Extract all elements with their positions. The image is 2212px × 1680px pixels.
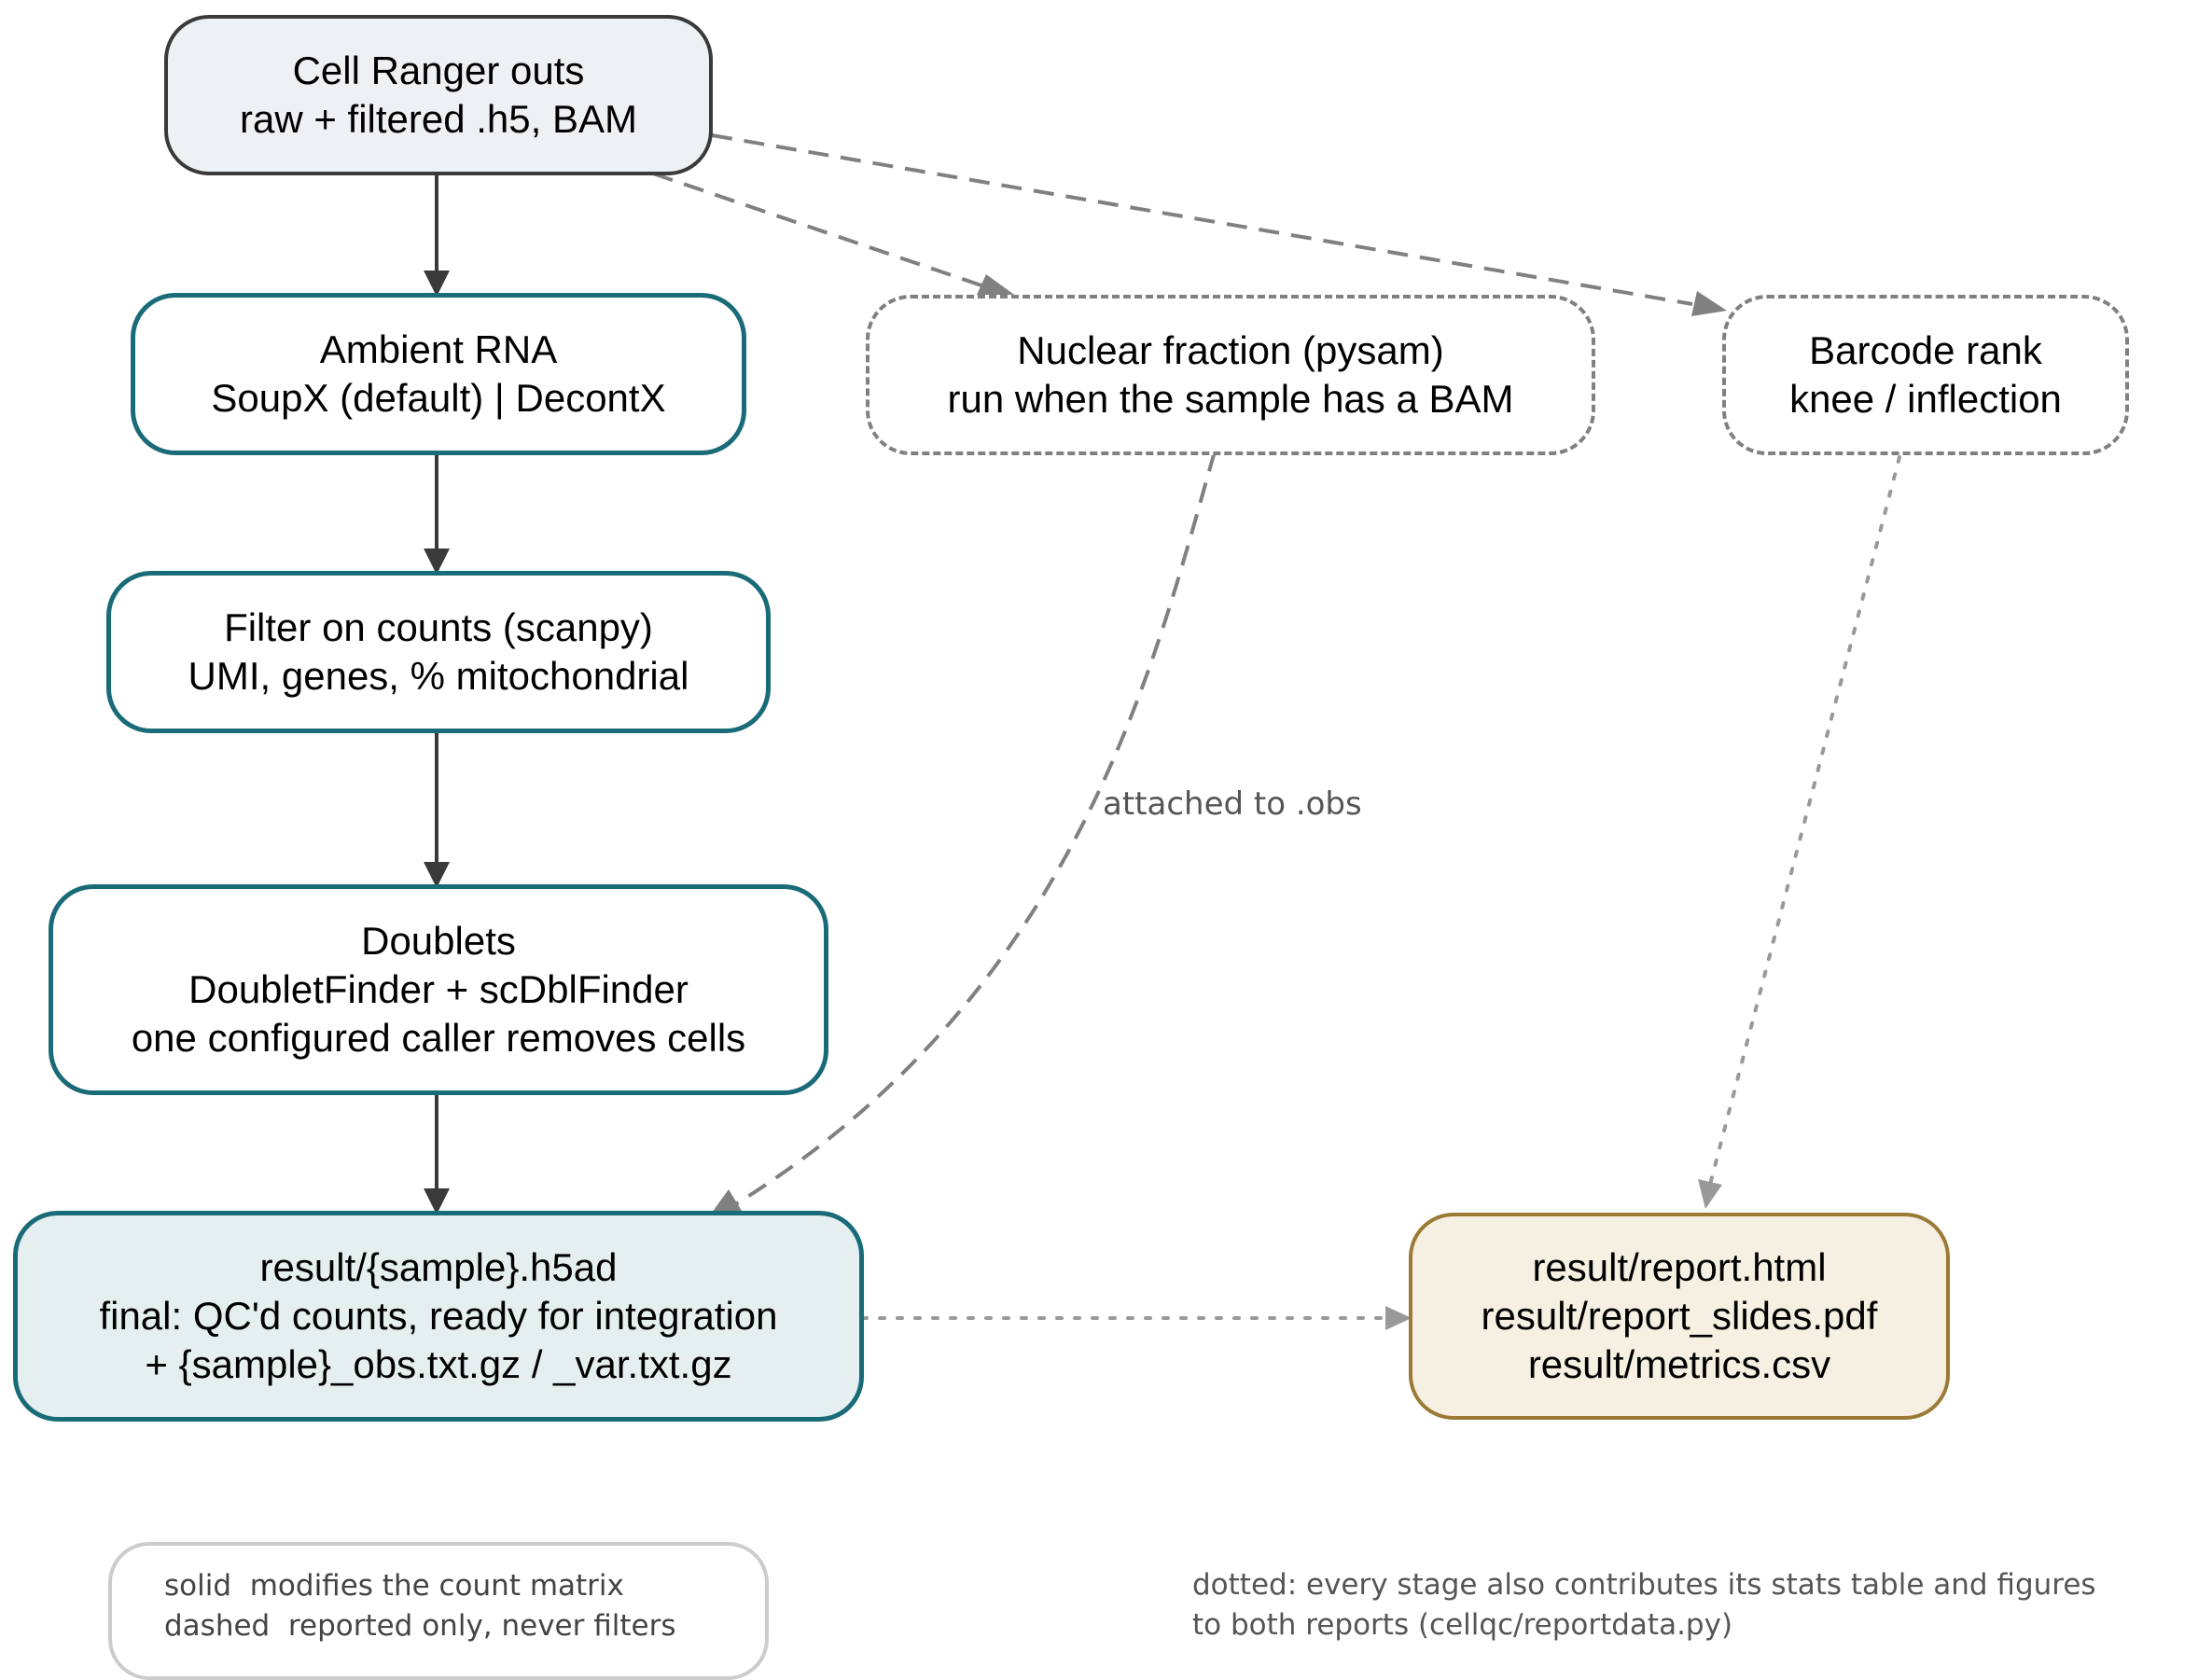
arrowhead-report-from-barcode [1698, 1179, 1722, 1209]
dotted-note-line-1: dotted: every stage also contributes its… [1192, 1568, 2096, 1602]
edge-barcode-to-report [1709, 455, 1901, 1183]
dashed-edges [652, 133, 1693, 1205]
arrowhead-final [424, 1188, 450, 1215]
legend-dashed: dashed reported only, never filters [164, 1609, 676, 1643]
node-report-line-3: result/metrics.csv [1527, 1342, 1831, 1386]
solid-edges [424, 174, 450, 1215]
node-final-line-2: final: QC'd counts, ready for integratio… [99, 1294, 778, 1338]
arrowhead-filter [424, 548, 450, 575]
node-cellranger-line-1: Cell Ranger outs [292, 49, 585, 92]
node-cellranger-line-2: raw + filtered .h5, BAM [239, 97, 637, 141]
legend-solid: solid modifies the count matrix [164, 1569, 624, 1603]
legend: solid modifies the count matrix dashed r… [108, 1542, 769, 1680]
edge-cellranger-to-barcode [711, 133, 1693, 306]
node-final-line-3: + {sample}_obs.txt.gz / _var.txt.gz [145, 1342, 732, 1386]
edge-label-attached-to-obs: attached to .obs [1103, 785, 1362, 823]
node-doublets: Doublets DoubletFinder + scDblFinder one… [49, 884, 828, 1095]
dotted-edges [860, 455, 1901, 1320]
node-cellranger-outs: Cell Ranger outs raw + filtered .h5, BAM [164, 15, 713, 175]
arrowhead-barcode [1691, 291, 1727, 316]
arrowhead-doublets [424, 862, 450, 888]
arrowhead-report-from-final [1385, 1306, 1412, 1330]
arrowhead-nuclear [977, 274, 1017, 297]
node-doublets-line-2: DoubletFinder + scDblFinder [188, 967, 689, 1011]
node-report-line-2: result/report_slides.pdf [1481, 1294, 1878, 1338]
node-filter-counts: Filter on counts (scanpy) UMI, genes, % … [106, 571, 771, 733]
edge-cellranger-to-nuclear [652, 172, 982, 287]
node-ambient-line-2: SoupX (default) | DecontX [211, 376, 666, 420]
node-nuclear-line-1: Nuclear fraction (pysam) [1017, 328, 1444, 372]
node-barcode-line-2: knee / inflection [1789, 377, 2062, 421]
node-reports: result/report.html result/report_slides.… [1409, 1213, 1950, 1420]
node-nuclear-line-2: run when the sample has a BAM [947, 377, 1514, 421]
node-final-line-1: result/{sample}.h5ad [259, 1245, 618, 1289]
node-barcode-rank: Barcode rank knee / inflection [1722, 295, 2129, 455]
node-final-h5ad: result/{sample}.h5ad final: QC'd counts,… [13, 1211, 864, 1422]
edge-nuclear-to-final [735, 451, 1217, 1205]
node-barcode-line-1: Barcode rank [1809, 328, 2042, 372]
dotted-arrowheads [1385, 1179, 1722, 1330]
arrowhead-ambient [424, 271, 450, 297]
node-ambient-rna: Ambient RNA SoupX (default) | DecontX [131, 293, 746, 455]
node-doublets-line-3: one configured caller removes cells [131, 1016, 746, 1060]
dotted-note-line-2: to both reports (cellqc/reportdata.py) [1192, 1608, 1733, 1642]
dotted-note: dotted: every stage also contributes its… [1192, 1565, 2096, 1645]
node-filter-line-1: Filter on counts (scanpy) [224, 605, 653, 649]
node-filter-line-2: UMI, genes, % mitochondrial [188, 654, 689, 698]
node-report-line-1: result/report.html [1532, 1245, 1827, 1289]
node-ambient-line-1: Ambient RNA [319, 327, 558, 371]
node-nuclear-fraction: Nuclear fraction (pysam) run when the sa… [866, 295, 1595, 455]
node-doublets-line-1: Doublets [361, 919, 516, 963]
